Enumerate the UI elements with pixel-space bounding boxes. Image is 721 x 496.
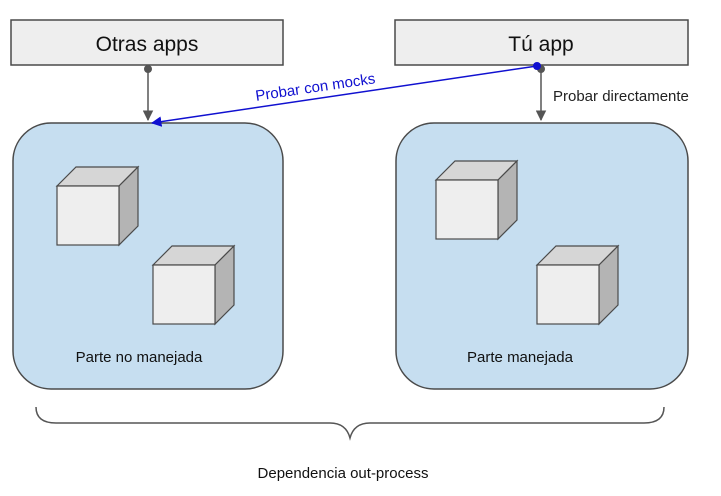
direct-test-arrow: Probar directamente [535,65,689,122]
your-app-label: Tú app [508,33,573,56]
brace-label: Dependencia out-process [258,465,429,482]
out-process-brace: Dependencia out-process [35,406,665,482]
direct-test-label: Probar directamente [553,88,689,105]
unmanaged-group-label: Parte no manejada [76,349,203,366]
mock-test-arrow: Probar con mocks [150,62,541,127]
your-app-node: Tú app [394,19,689,66]
mock-test-label: Probar con mocks [254,70,376,104]
cube-unmanaged-2 [151,244,236,326]
managed-group-label: Parte manejada [467,349,574,366]
other-apps-node: Otras apps [10,19,284,66]
cube-managed-2 [535,244,620,326]
unmanaged-group: Parte no manejada [12,122,284,390]
cube-managed-1 [434,159,519,241]
managed-group: Parte manejada [395,122,689,390]
cube-unmanaged-1 [55,165,140,247]
other-apps-label: Otras apps [96,33,199,56]
other-apps-arrow [142,65,154,122]
